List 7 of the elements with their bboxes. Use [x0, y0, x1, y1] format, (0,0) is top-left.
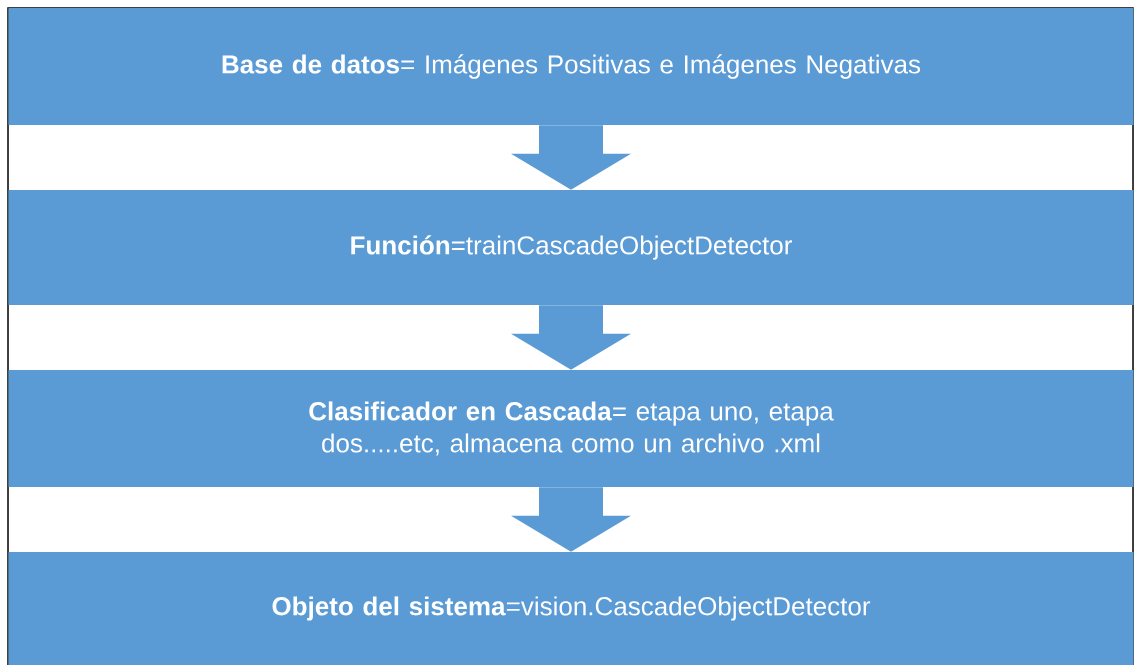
process-box: Función=trainCascadeObjectDetector	[8, 190, 1134, 305]
process-box: Base de datos= Imágenes Positivas e Imágenes Negativas	[8, 8, 1134, 125]
block-arrow	[511, 487, 631, 552]
block-arrow	[511, 125, 631, 190]
block-arrow	[511, 305, 631, 370]
process-box: Clasificador en Cascada= etapa uno, etapa dos.....etc, almacena como un archivo .xml	[8, 370, 1134, 487]
process-box: Objeto del sistema=vision.CascadeObjectDetector	[8, 552, 1134, 665]
